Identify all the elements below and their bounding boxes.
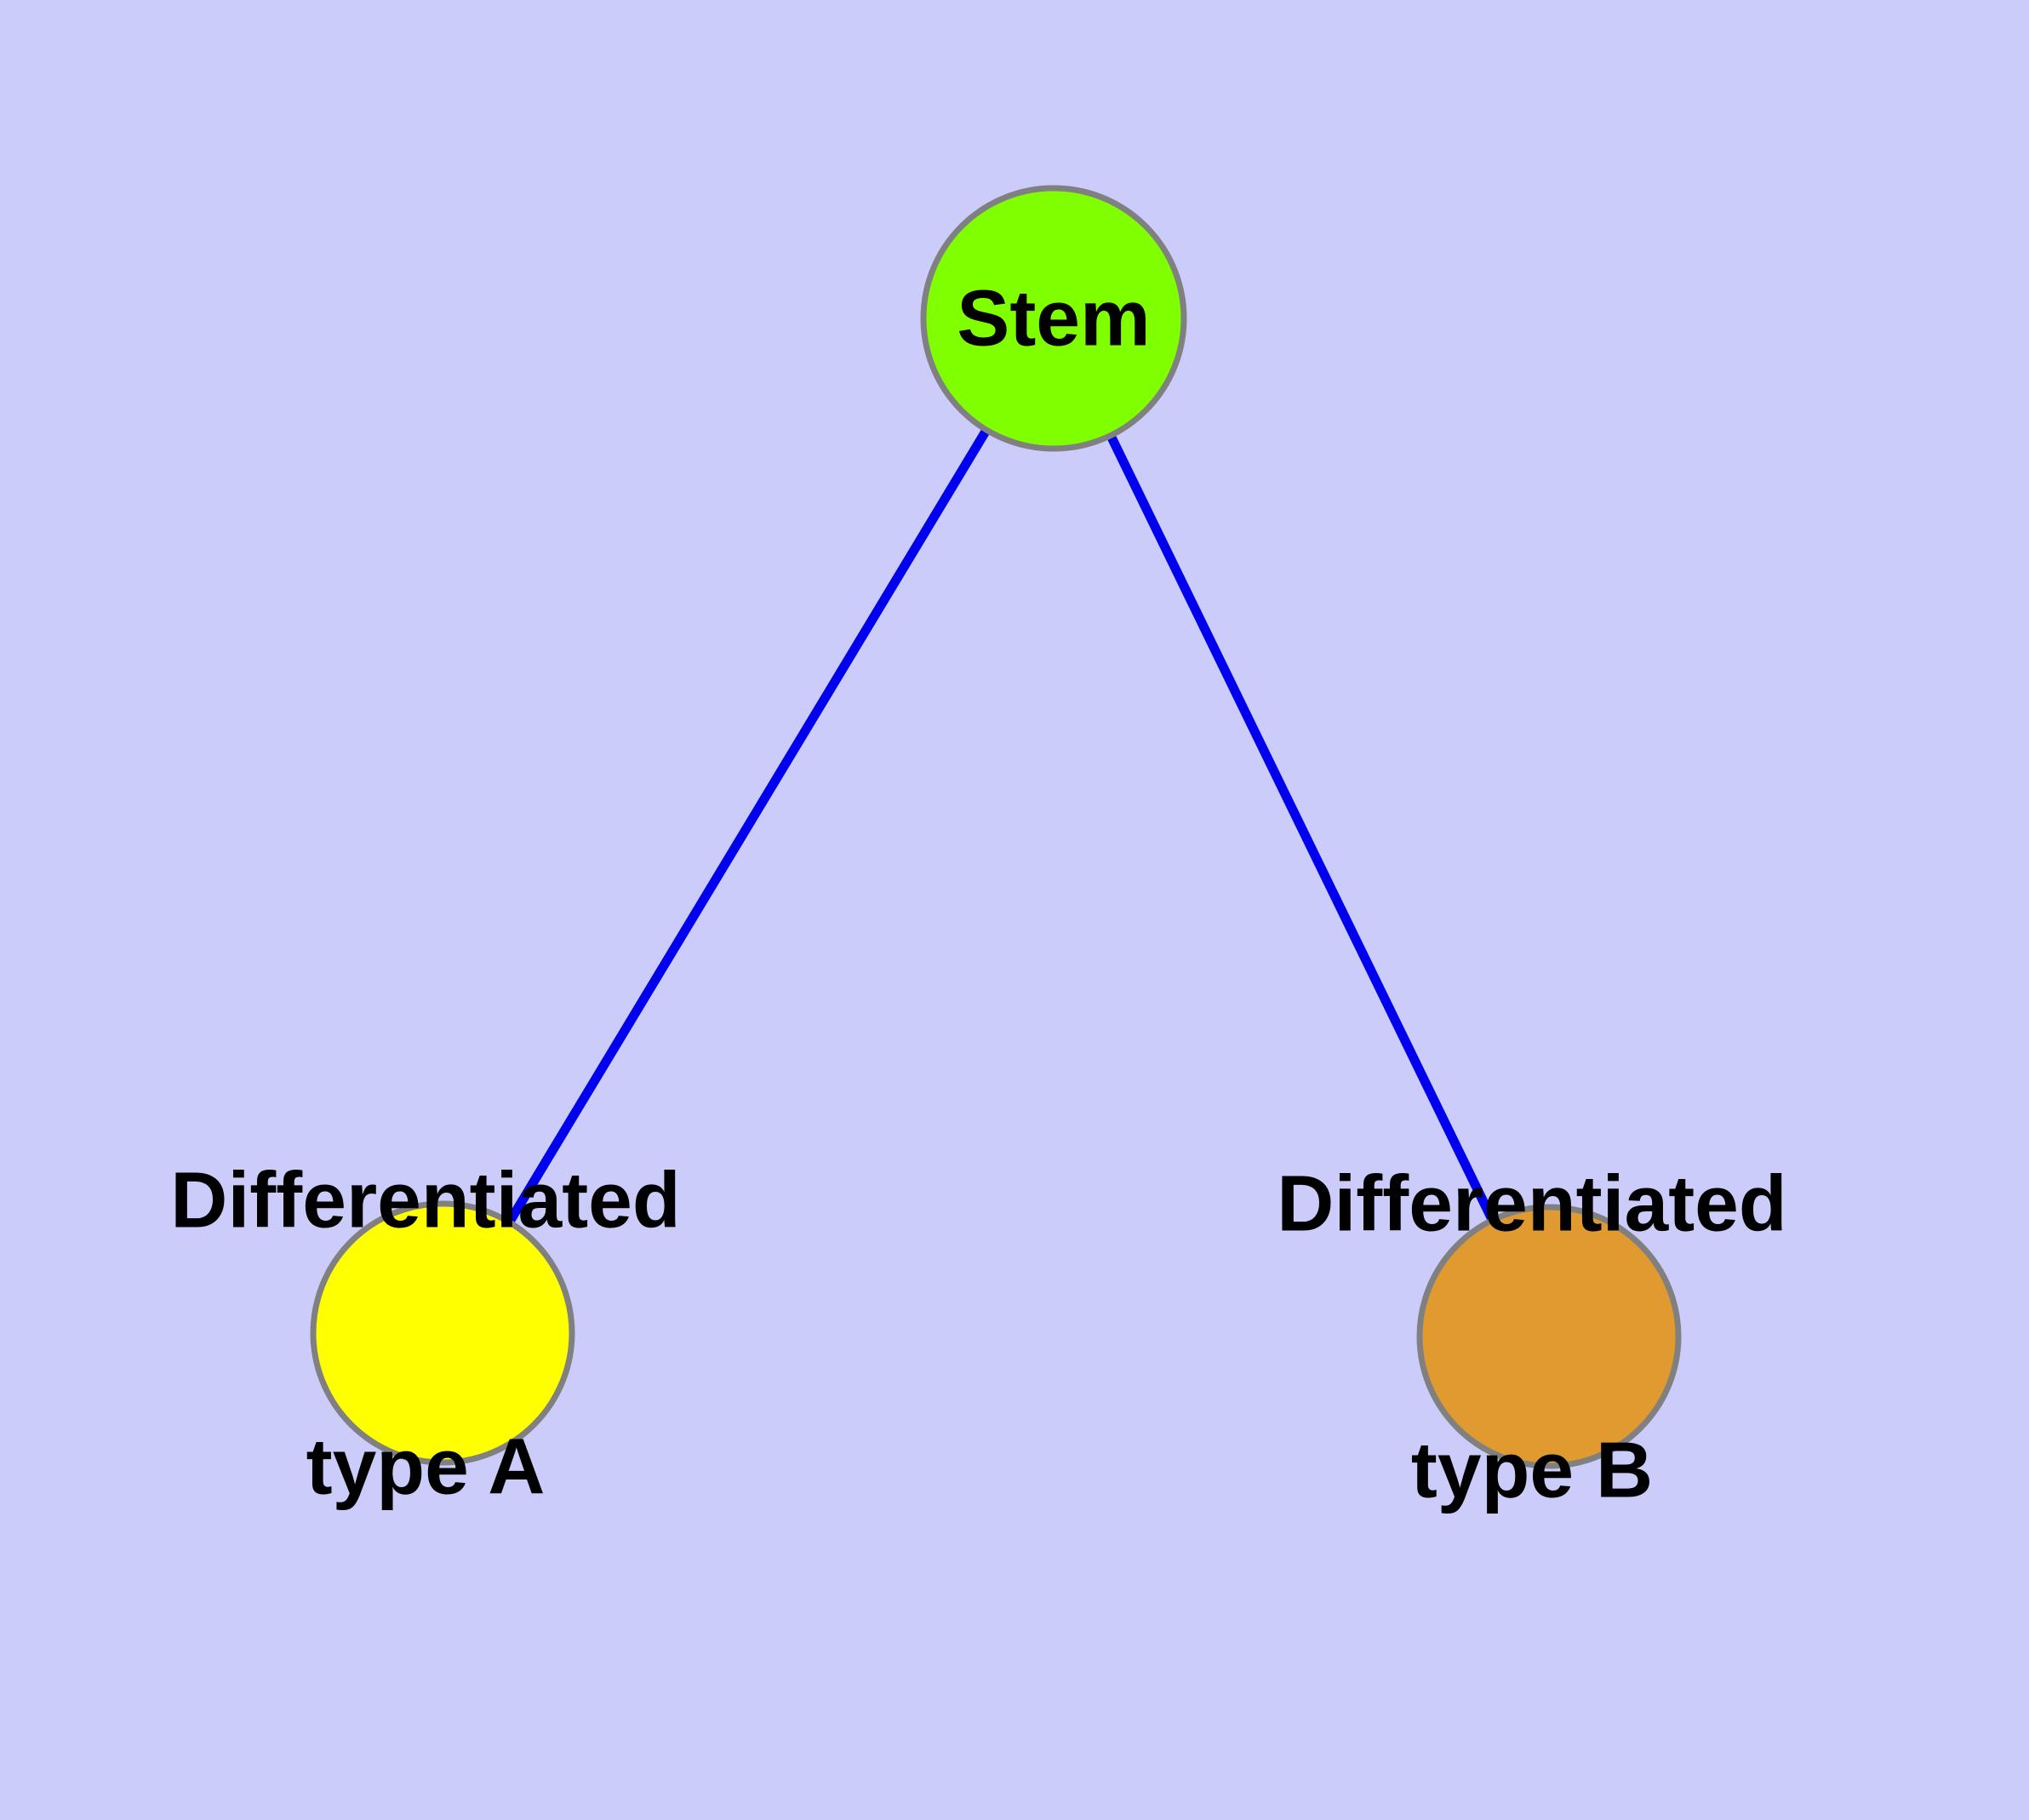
edge-stem-to-differentiated-type-b [1049,316,1553,1339]
node-stem[interactable] [920,185,1187,452]
node-differentiated-type-a[interactable] [310,1200,575,1466]
node-differentiated-type-b[interactable] [1416,1204,1682,1469]
edge-layer [438,316,1553,1339]
edge-stem-to-differentiated-type-a [438,316,1058,1336]
node-layer [310,185,1682,1469]
